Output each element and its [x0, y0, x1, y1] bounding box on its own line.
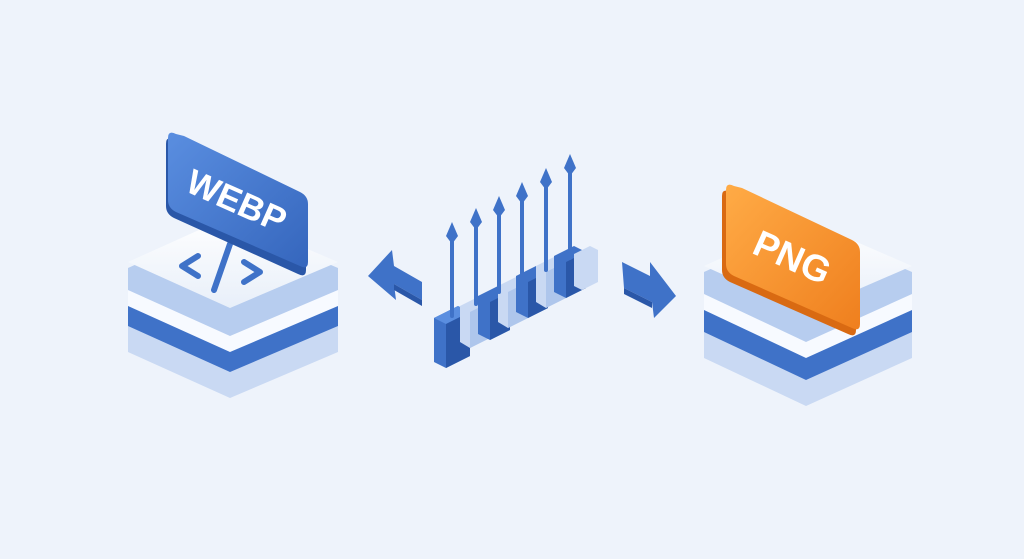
conversion-bars-icon	[434, 154, 598, 368]
code-icon	[179, 241, 263, 293]
arrow-left-icon	[368, 250, 422, 306]
webp-label-card: WEBP	[166, 132, 308, 276]
pins	[450, 170, 572, 318]
png-label-card: PNG	[722, 184, 860, 336]
pin-tips	[446, 154, 576, 244]
arrow-right-down-icon	[622, 262, 676, 318]
base-blocks	[434, 246, 598, 368]
